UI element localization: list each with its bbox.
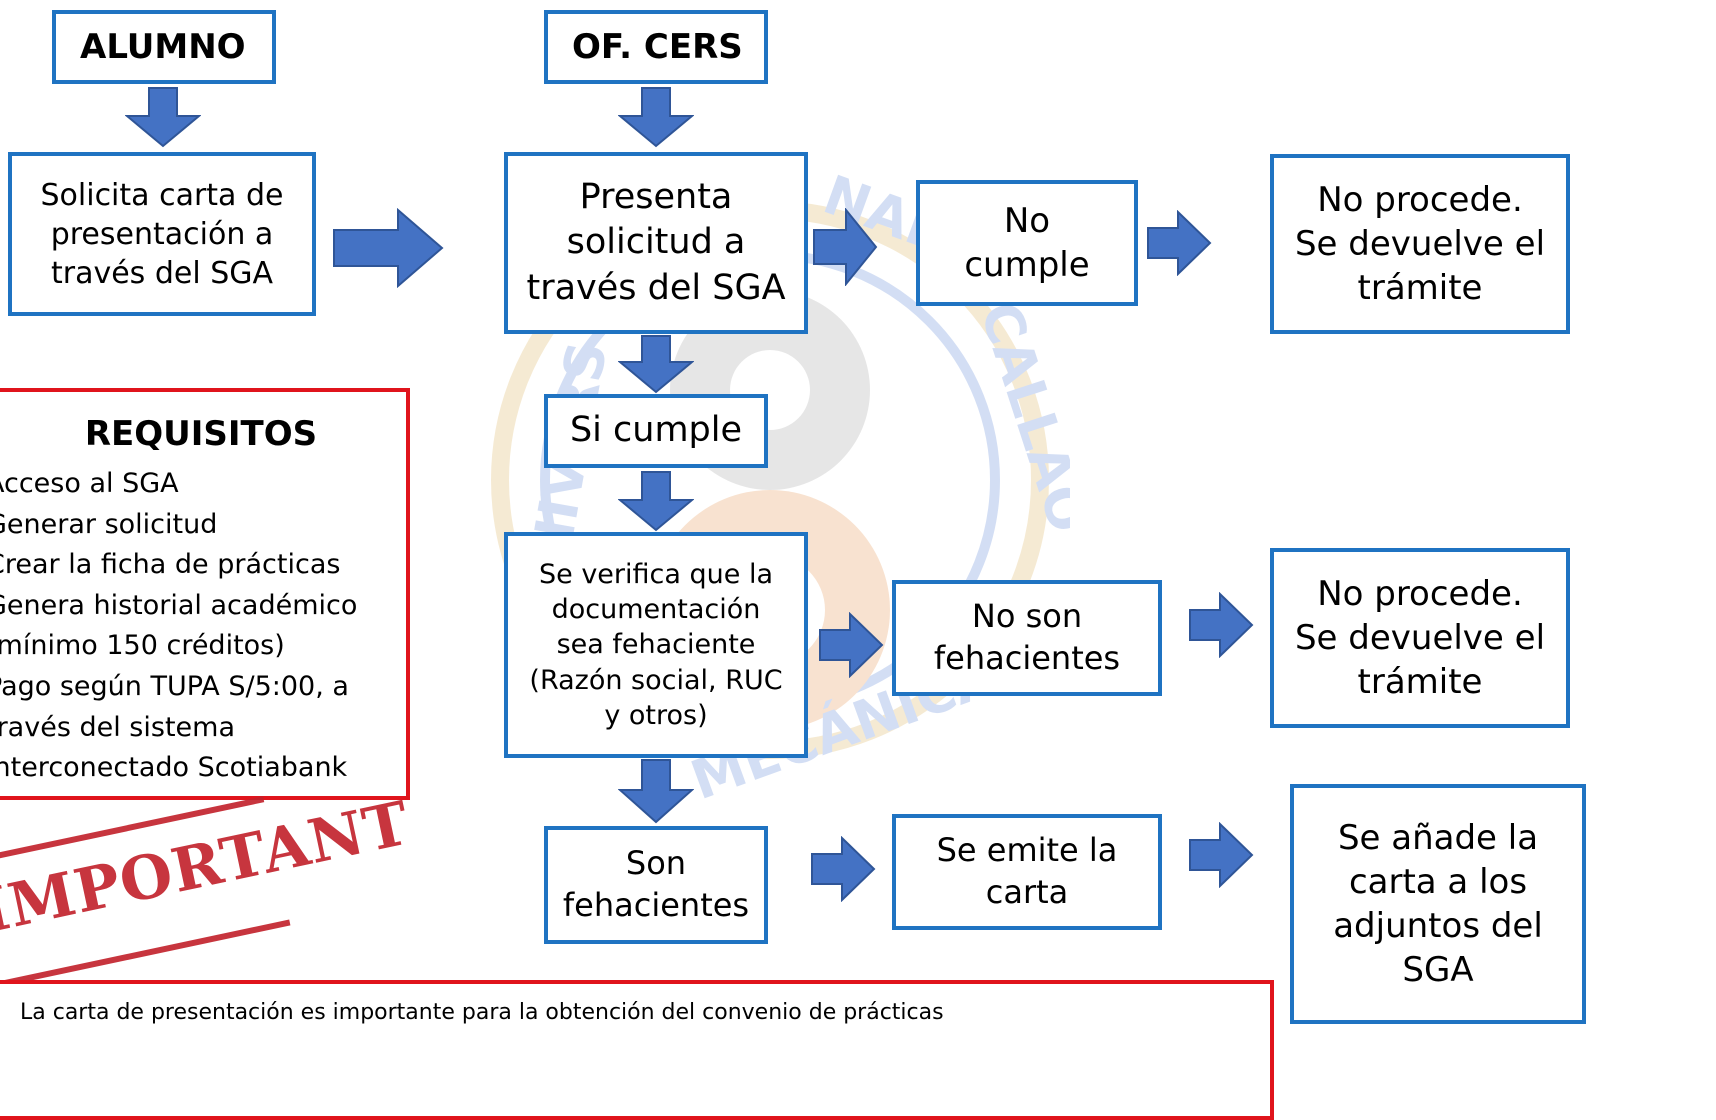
note-text: La carta de presentación es importante p… [20, 1000, 944, 1025]
presenta-box: Presenta solicitud a través del SGA [504, 152, 808, 334]
no-cumple-text: No cumple [964, 200, 1090, 285]
important-stamp: IMPORTANT [0, 788, 416, 988]
arrow-right-solicita [333, 208, 444, 288]
arrow-right-son [811, 836, 876, 902]
requisitos-box: REQUISITOS Acceso al SGA Generar solicitu… [0, 388, 410, 800]
requisito-item: interconectado Scotiabank [0, 752, 348, 784]
alumno-box: ALUMNO [52, 10, 276, 84]
emite-box: Se emite la carta [892, 814, 1162, 930]
requisito-item: Genera historial académico [0, 589, 358, 621]
alumno-label: ALUMNO [80, 27, 246, 67]
requisito-item: Pago según TUPA S/5:00, a [0, 670, 349, 702]
solicita-text: Solicita carta de presentación a través … [40, 177, 284, 291]
no-procede-box-2: No procede. Se devuelve el trámite [1270, 548, 1570, 728]
anade-text: Se añade la carta a los adjuntos del SGA [1333, 817, 1543, 991]
presenta-text: Presenta solicitud a través del SGA [526, 176, 786, 308]
ofcers-label: OF. CERS [572, 27, 743, 67]
arrow-right-no-cumple [1147, 210, 1212, 276]
requisito-item: Acceso al SGA [0, 468, 179, 499]
no-procede-text-2: No procede. Se devuelve el trámite [1294, 573, 1546, 703]
note-box: La carta de presentación es importante p… [0, 980, 1274, 1120]
arrow-down-ofcers [618, 87, 694, 148]
arrow-down-alumno [125, 87, 201, 148]
no-cumple-box: No cumple [916, 180, 1138, 306]
si-cumple-box: Si cumple [544, 394, 768, 468]
arrow-right-verifica [819, 612, 884, 678]
verifica-box: Se verifica que la documentación sea feh… [504, 532, 808, 758]
arrow-down-presenta [618, 335, 694, 394]
no-son-text: No son fehacientes [933, 597, 1121, 677]
anade-box: Se añade la carta a los adjuntos del SGA [1290, 784, 1586, 1024]
son-box: Son fehacientes [544, 826, 768, 944]
ofcers-box: OF. CERS [544, 10, 768, 84]
requisito-item: (mínimo 150 créditos) [0, 630, 285, 662]
solicita-box: Solicita carta de presentación a través … [8, 152, 316, 316]
no-procede-text-1: No procede. Se devuelve el trámite [1294, 179, 1546, 309]
si-cumple-text: Si cumple [569, 410, 743, 451]
emite-text: Se emite la carta [936, 831, 1118, 911]
arrow-down-verifica [618, 759, 694, 824]
verifica-text: Se verifica que la documentación sea feh… [529, 559, 783, 731]
requisito-item: Crear la ficha de prácticas [0, 549, 341, 581]
requisito-item: Generar solicitud [0, 508, 218, 540]
son-text: Son fehacientes [562, 844, 750, 924]
no-son-box: No son fehacientes [892, 580, 1162, 696]
requisitos-title: REQUISITOS [84, 414, 318, 454]
arrow-right-no-son [1189, 592, 1254, 658]
arrow-right-emite [1189, 822, 1254, 888]
no-procede-box-1: No procede. Se devuelve el trámite [1270, 154, 1570, 334]
arrow-down-si-cumple [618, 471, 694, 532]
requisito-item: través del sistema [0, 711, 235, 743]
arrow-right-presenta [813, 208, 878, 286]
